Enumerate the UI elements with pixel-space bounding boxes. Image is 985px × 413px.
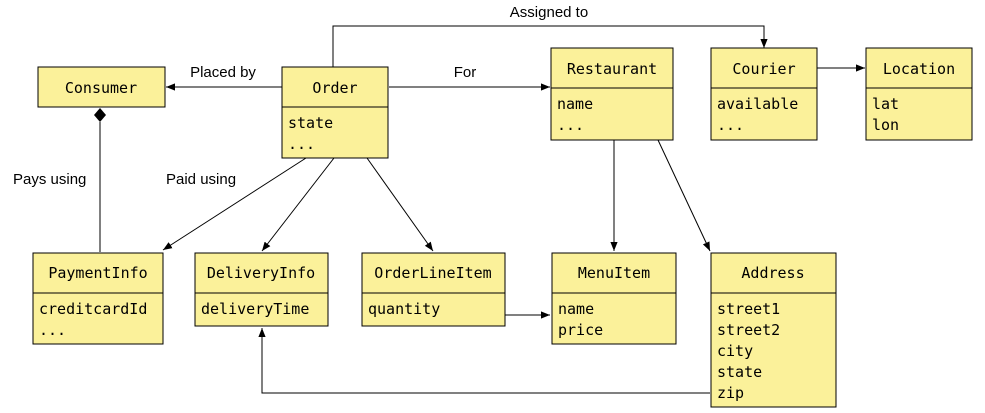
address-attr-0: street1 bbox=[717, 300, 780, 318]
paymentinfo-title: PaymentInfo bbox=[48, 264, 147, 282]
location-attr-1: lon bbox=[872, 116, 899, 134]
order-attr-1: ... bbox=[288, 135, 315, 153]
location-title: Location bbox=[883, 60, 955, 78]
address-title: Address bbox=[741, 264, 804, 282]
class-deliveryinfo: DeliveryInfo deliveryTime bbox=[194, 252, 329, 327]
courier-title: Courier bbox=[732, 60, 795, 78]
order-attr-0: state bbox=[288, 114, 333, 132]
menuitem-attr-0: name bbox=[558, 300, 594, 318]
courier-attr-0: available bbox=[717, 95, 798, 113]
class-address: Address street1 street2 city state zip bbox=[710, 252, 837, 408]
class-consumer: Consumer bbox=[37, 66, 166, 108]
edge-order-orderlineitem bbox=[366, 157, 434, 252]
edge-labels: Assigned to Placed by For Pays using Pai… bbox=[13, 4, 588, 188]
edge-restaurant-address bbox=[657, 139, 711, 252]
deliveryinfo-title: DeliveryInfo bbox=[207, 264, 315, 282]
label-paid-using: Paid using bbox=[166, 171, 236, 188]
edge-assigned-to bbox=[332, 25, 768, 68]
label-assigned-to: Assigned to bbox=[510, 4, 588, 21]
consumer-title: Consumer bbox=[65, 79, 137, 97]
paymentinfo-attr-1: ... bbox=[39, 321, 66, 339]
class-menuitem: MenuItem name price bbox=[551, 252, 677, 345]
paymentinfo-attr-0: creditcardId bbox=[39, 300, 147, 318]
order-title: Order bbox=[312, 79, 357, 97]
orderlineitem-attr-0: quantity bbox=[368, 300, 440, 318]
orderlineitem-title: OrderLineItem bbox=[374, 264, 491, 282]
label-placed-by: Placed by bbox=[190, 64, 256, 81]
address-attr-1: street2 bbox=[717, 321, 780, 339]
edge-address-deliveryinfo bbox=[258, 328, 710, 394]
restaurant-title: Restaurant bbox=[567, 60, 657, 78]
location-attr-0: lat bbox=[872, 95, 899, 113]
restaurant-attr-0: name bbox=[557, 95, 593, 113]
menuitem-title: MenuItem bbox=[578, 264, 650, 282]
composition-diamond bbox=[94, 108, 106, 122]
class-orderlineitem: OrderLineItem quantity bbox=[361, 252, 506, 327]
edge-paid-using bbox=[162, 157, 307, 251]
edge-order-deliveryinfo bbox=[261, 157, 335, 252]
edges bbox=[94, 25, 865, 394]
deliveryinfo-attr-0: deliveryTime bbox=[201, 300, 309, 318]
address-attr-3: state bbox=[717, 363, 762, 381]
courier-attr-1: ... bbox=[717, 116, 744, 134]
class-order: Order state ... bbox=[281, 66, 389, 159]
class-paymentinfo: PaymentInfo creditcardId ... bbox=[32, 252, 164, 345]
label-for: For bbox=[454, 64, 477, 81]
restaurant-attr-1: ... bbox=[557, 116, 584, 134]
class-courier: Courier available ... bbox=[710, 47, 818, 141]
class-location: Location lat lon bbox=[865, 47, 973, 141]
address-attr-2: city bbox=[717, 342, 753, 360]
class-restaurant: Restaurant name ... bbox=[550, 47, 674, 141]
label-pays-using: Pays using bbox=[13, 171, 86, 188]
menuitem-attr-1: price bbox=[558, 321, 603, 339]
address-attr-4: zip bbox=[717, 384, 744, 402]
